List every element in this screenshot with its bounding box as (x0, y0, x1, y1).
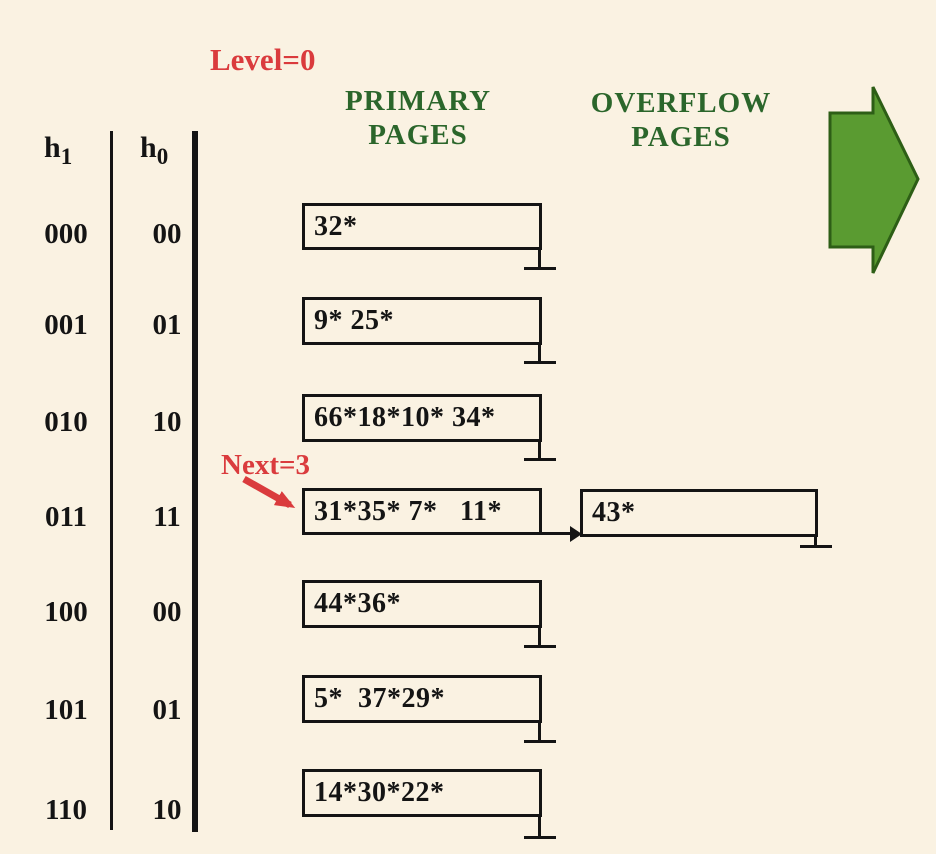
null-pointer-stem-bucket1 (538, 344, 541, 363)
h1-base: h (44, 131, 61, 164)
primary-pages-header: PRIMARY PAGES (322, 84, 514, 152)
primary-bucket-4: 44*36* (302, 580, 542, 628)
h1-label-row1: 001 (44, 309, 88, 341)
null-pointer-tick-bucket1 (524, 361, 556, 364)
overflow-link-arrowhead-icon (570, 526, 582, 542)
h0-base: h (140, 131, 157, 164)
primary-bucket-1: 9* 25* (302, 297, 542, 345)
null-pointer-stem-bucket4 (538, 627, 541, 647)
null-pointer-stem-bucket6 (538, 816, 541, 838)
null-pointer-tick-bucket0 (524, 267, 556, 270)
bucket-0-entries: 32* (314, 210, 358, 242)
h1-label-row3: 011 (45, 501, 87, 533)
primary-pages-header-line2: PAGES (368, 119, 468, 151)
h0-label-row0: 00 (152, 218, 182, 250)
h0-column-header: h0 (140, 131, 168, 169)
h1-h0-divider-line (110, 131, 113, 830)
null-pointer-stem-bucket0 (538, 249, 541, 269)
h1-column-header: h1 (44, 131, 72, 169)
h0-label-row5: 01 (152, 694, 182, 726)
h1-label-row6: 110 (45, 794, 87, 826)
h1-label-row2: 010 (44, 406, 88, 438)
primary-bucket-5: 5* 37*29* (302, 675, 542, 723)
bucket-5-entries: 5* 37*29* (314, 683, 445, 714)
level-label: Level=0 (210, 42, 316, 77)
bucket-6-entries: 14*30*22* (314, 777, 445, 808)
overflow-pages-header-line1: OVERFLOW (590, 87, 772, 119)
h1-label-row0: 000 (44, 218, 88, 250)
null-pointer-tick-overflow (800, 545, 832, 548)
null-pointer-stem-bucket2 (538, 441, 541, 460)
primary-bucket-0: 32* (302, 203, 542, 250)
primary-bucket-3: 31*35* 7* 11* (302, 488, 542, 535)
null-pointer-tick-bucket4 (524, 645, 556, 648)
bucket-3-entries: 31*35* 7* 11* (314, 495, 502, 527)
null-pointer-tick-bucket2 (524, 458, 556, 461)
overflow-link-line (541, 532, 572, 535)
directory-divider-line (192, 131, 198, 832)
overflow-pages-header-line2: PAGES (631, 121, 731, 153)
null-pointer-stem-bucket5 (538, 722, 541, 742)
bucket-1-entries: 9* 25* (314, 305, 394, 336)
primary-bucket-6: 14*30*22* (302, 769, 542, 817)
overflow-bucket: 43* (580, 489, 818, 537)
null-pointer-tick-bucket6 (524, 836, 556, 839)
null-pointer-stem-overflow (814, 536, 817, 547)
block-arrow-right-icon (828, 86, 920, 274)
h0-label-row1: 01 (152, 309, 182, 341)
h1-label-row5: 101 (44, 694, 88, 726)
overflow-bucket-entries: 43* (592, 497, 636, 528)
h0-label-row2: 10 (152, 406, 182, 438)
h0-label-row3: 11 (153, 501, 181, 533)
primary-bucket-2: 66*18*10* 34* (302, 394, 542, 442)
h0-label-row4: 00 (152, 596, 182, 628)
next-pointer-label: Next=3 (221, 449, 310, 481)
null-pointer-tick-bucket5 (524, 740, 556, 743)
next-pointer-arrow-icon (242, 475, 296, 509)
h1-subscript: 1 (60, 144, 73, 169)
h1-label-row4: 100 (44, 596, 88, 628)
bucket-4-entries: 44*36* (314, 588, 401, 619)
h0-subscript: 0 (156, 144, 169, 169)
bucket-2-entries: 66*18*10* 34* (314, 402, 496, 433)
overflow-pages-header: OVERFLOW PAGES (572, 86, 790, 154)
primary-pages-header-line1: PRIMARY (344, 85, 492, 117)
h0-label-row6: 10 (152, 794, 182, 826)
